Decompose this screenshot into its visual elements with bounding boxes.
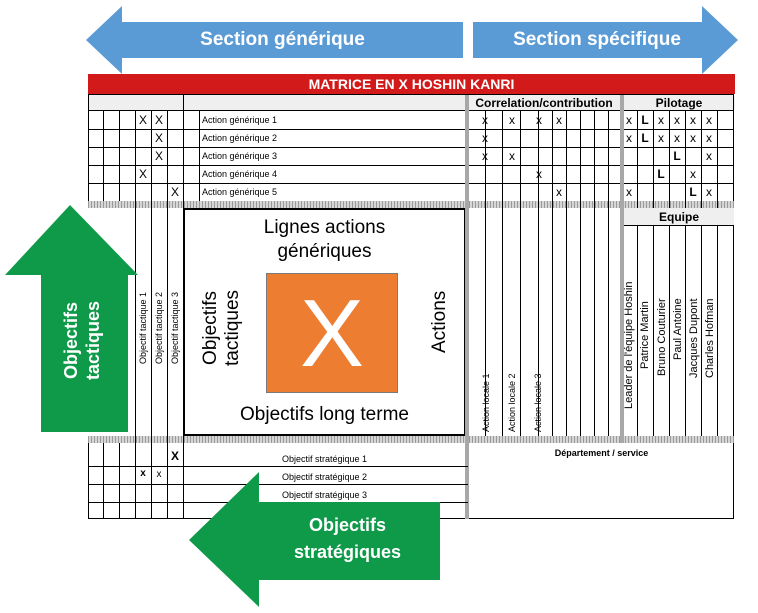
center-top-label: Lignes actions génériques <box>263 217 386 262</box>
tactical-arrow-label: Objectifs tactiques <box>61 300 103 380</box>
specific-section-label: Section spécifique <box>513 29 681 50</box>
mark: X <box>138 167 147 181</box>
local-action-1: Action locale 1 <box>481 373 491 432</box>
mark: x <box>482 131 488 145</box>
center-left-label: Objectifs tactiques <box>200 289 243 366</box>
mark: x <box>482 149 488 163</box>
equipe-header: Equipe <box>658 210 699 224</box>
mark: X <box>154 113 163 127</box>
mark: x <box>674 131 680 145</box>
strategic-objective-1: Objectif stratégique 1 <box>281 454 368 464</box>
mark: X <box>154 131 163 145</box>
mark: x <box>556 113 562 127</box>
mark: x <box>706 113 712 127</box>
generic-action-5: Action générique 5 <box>202 187 278 197</box>
specific-section-arrow <box>473 6 738 74</box>
mark: x <box>658 131 664 145</box>
mark: x <box>482 113 488 127</box>
generic-section-arrow <box>86 6 463 74</box>
strategic-arrow-label: Objectifs stratégiques <box>293 515 402 562</box>
mark: L <box>641 131 649 145</box>
tactical-arrow <box>5 205 138 432</box>
mark: X <box>138 113 147 127</box>
team-member-2: Patrice Martin <box>639 301 651 369</box>
team-member-3: Bruno Couturier <box>656 298 668 376</box>
mark: x <box>690 113 696 127</box>
departement-label: Département / service <box>554 448 649 458</box>
local-action-2: Action locale 2 <box>507 373 517 432</box>
generic-section-label: Section générique <box>200 29 365 50</box>
matrix-title: MATRICE EN X HOSHIN KANRI <box>88 74 735 94</box>
mark: x <box>706 131 712 145</box>
mark: x <box>509 149 515 163</box>
mark: x <box>626 185 632 199</box>
mark: x <box>536 167 542 181</box>
strategic-objective-3: Objectif stratégique 3 <box>281 490 368 500</box>
pilotage-header: Pilotage <box>655 96 703 110</box>
team-member-4: Paul Antoine <box>672 298 684 360</box>
mark: x <box>626 113 632 127</box>
mark: x <box>556 185 562 199</box>
center-x-box: X <box>266 273 398 393</box>
generic-action-1: Action générique 1 <box>202 115 278 125</box>
tactical-objective-3: Objectif tactique 3 <box>170 291 180 364</box>
mark: x <box>706 185 712 199</box>
strategic-objective-2: Objectif stratégique 2 <box>281 472 368 482</box>
center-x-letter: X <box>299 280 365 387</box>
correlation-header: Correlation/contribution <box>475 96 613 110</box>
section-arrows <box>86 6 738 74</box>
team-member-1: Leader de l'équipe Hoshin <box>623 281 635 409</box>
mark: L <box>673 149 681 163</box>
mark: x <box>706 149 712 163</box>
mark: X <box>170 185 179 199</box>
generic-action-3: Action générique 3 <box>202 151 278 161</box>
mark: x <box>156 469 162 480</box>
generic-action-2: Action générique 2 <box>202 133 278 143</box>
tactical-objective-2: Objectif tactique 2 <box>154 291 164 364</box>
mark: x <box>690 167 696 181</box>
generic-action-4: Action générique 4 <box>202 169 278 179</box>
mark: x <box>626 131 632 145</box>
center-right-label: Actions <box>429 290 450 353</box>
strategic-arrow <box>189 472 440 607</box>
mark: X <box>170 449 179 463</box>
mark: x <box>140 468 146 479</box>
team-member-5: Jacques Dupont <box>688 298 700 379</box>
mark: X <box>154 149 163 163</box>
center-bottom-label: Objectifs long terme <box>240 404 409 425</box>
mark: x <box>674 113 680 127</box>
mark: x <box>509 113 515 127</box>
team-member-6: Charles Hofman <box>704 298 716 378</box>
mark: x <box>658 113 664 127</box>
mark: L <box>657 167 665 181</box>
mark: L <box>689 185 697 199</box>
local-action-3: Action locale 3 <box>533 373 543 432</box>
mark: L <box>641 113 649 127</box>
mark: x <box>536 113 542 127</box>
mark: x <box>690 131 696 145</box>
